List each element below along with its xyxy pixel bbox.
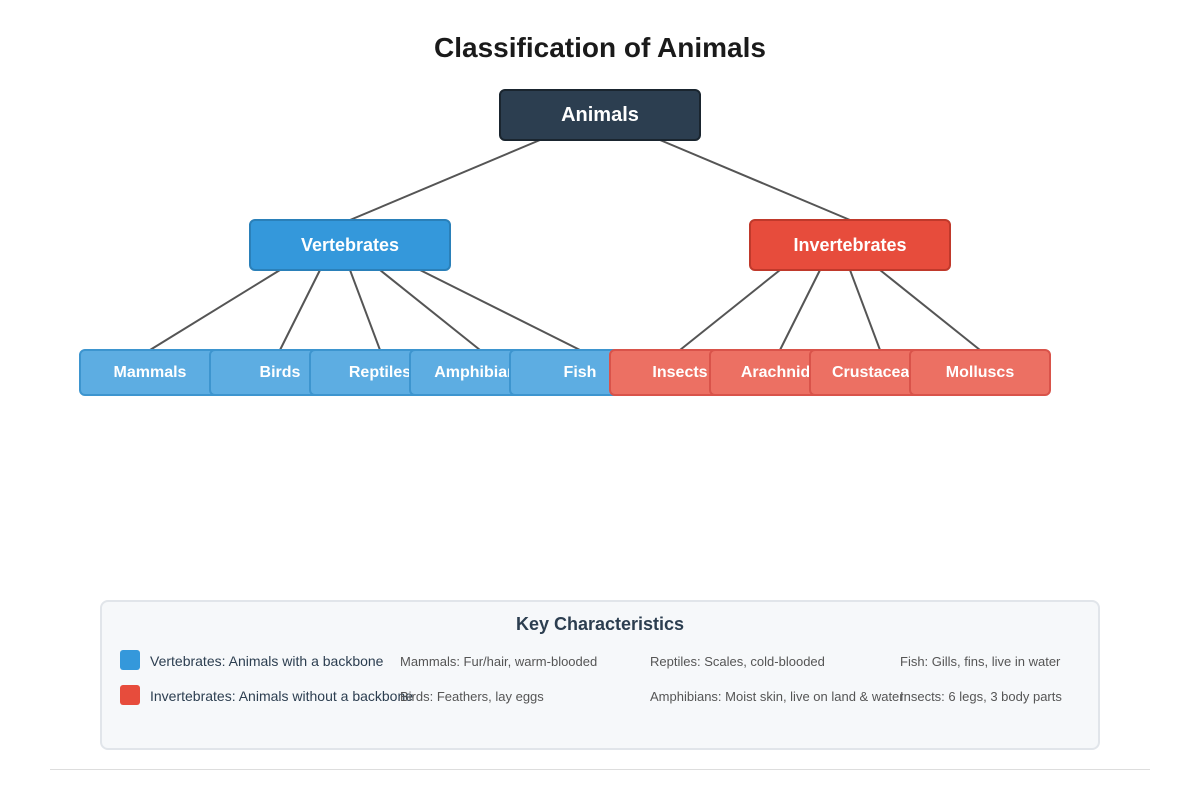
edge-vertebrates-reptiles	[349, 269, 381, 351]
edge-invertebrates-molluscs	[879, 269, 981, 351]
node-animals: Animals	[499, 89, 701, 141]
edge-animals-invertebrates	[659, 139, 851, 221]
edge-animals-vertebrates	[349, 139, 541, 221]
tree-edges	[149, 139, 981, 351]
node-molluscs-label: Molluscs	[945, 363, 1015, 381]
legend-fact-birds: Birds: Feathers, lay eggs	[400, 689, 544, 704]
node-crustaceans-label: Crustaceans	[831, 363, 929, 381]
edge-vertebrates-fish	[419, 269, 581, 351]
diagram-title: Classification of Animals	[434, 32, 766, 63]
edge-vertebrates-mammals	[149, 269, 281, 351]
node-vertebrates-label: Vertebrates	[300, 234, 400, 255]
node-vertebrates: Vertebrates	[249, 219, 451, 271]
legend-fact-mammals: Mammals: Fur/hair, warm-blooded	[400, 654, 598, 669]
node-animals-label: Animals	[561, 103, 639, 126]
node-birds-label: Birds	[259, 363, 301, 381]
node-insects-label: Insects	[652, 363, 708, 381]
edge-invertebrates-insects	[679, 269, 781, 351]
legend-text-invertebrates: Invertebrates: Animals without a backbon…	[150, 688, 414, 704]
node-fish-label: Fish	[563, 363, 597, 381]
legend-fact-insects: Insects: 6 legs, 3 body parts	[900, 689, 1062, 704]
edge-invertebrates-crustaceans	[849, 269, 881, 351]
node-mammals-label: Mammals	[113, 363, 187, 381]
edge-vertebrates-amphibians	[379, 269, 481, 351]
legend-swatch-vertebrates	[120, 650, 140, 670]
legend-panel: Key Characteristics Vertebrates: Animals…	[100, 600, 1100, 750]
edge-invertebrates-arachnids	[779, 269, 821, 351]
bottom-divider	[50, 769, 1150, 770]
edge-vertebrates-birds	[279, 269, 321, 351]
node-amphibians-label: Amphibians	[434, 363, 526, 381]
legend-text-vertebrates: Vertebrates: Animals with a backbone	[150, 653, 384, 669]
node-mammals: Mammals	[79, 349, 221, 396]
legend-fact-fish: Fish: Gills, fins, live in water	[900, 654, 1061, 669]
legend-fact-reptiles: Reptiles: Scales, cold-blooded	[650, 654, 825, 669]
node-arachnids-label: Arachnids	[740, 363, 820, 381]
node-invertebrates: Invertebrates	[749, 219, 951, 271]
node-molluscs: Molluscs	[909, 349, 1051, 396]
legend-swatch-invertebrates	[120, 685, 140, 705]
node-reptiles-label: Reptiles	[348, 363, 412, 381]
legend-title: Key Characteristics	[515, 614, 685, 634]
node-invertebrates-label: Invertebrates	[793, 234, 907, 255]
legend-fact-amphibians: Amphibians: Moist skin, live on land & w…	[650, 689, 904, 704]
